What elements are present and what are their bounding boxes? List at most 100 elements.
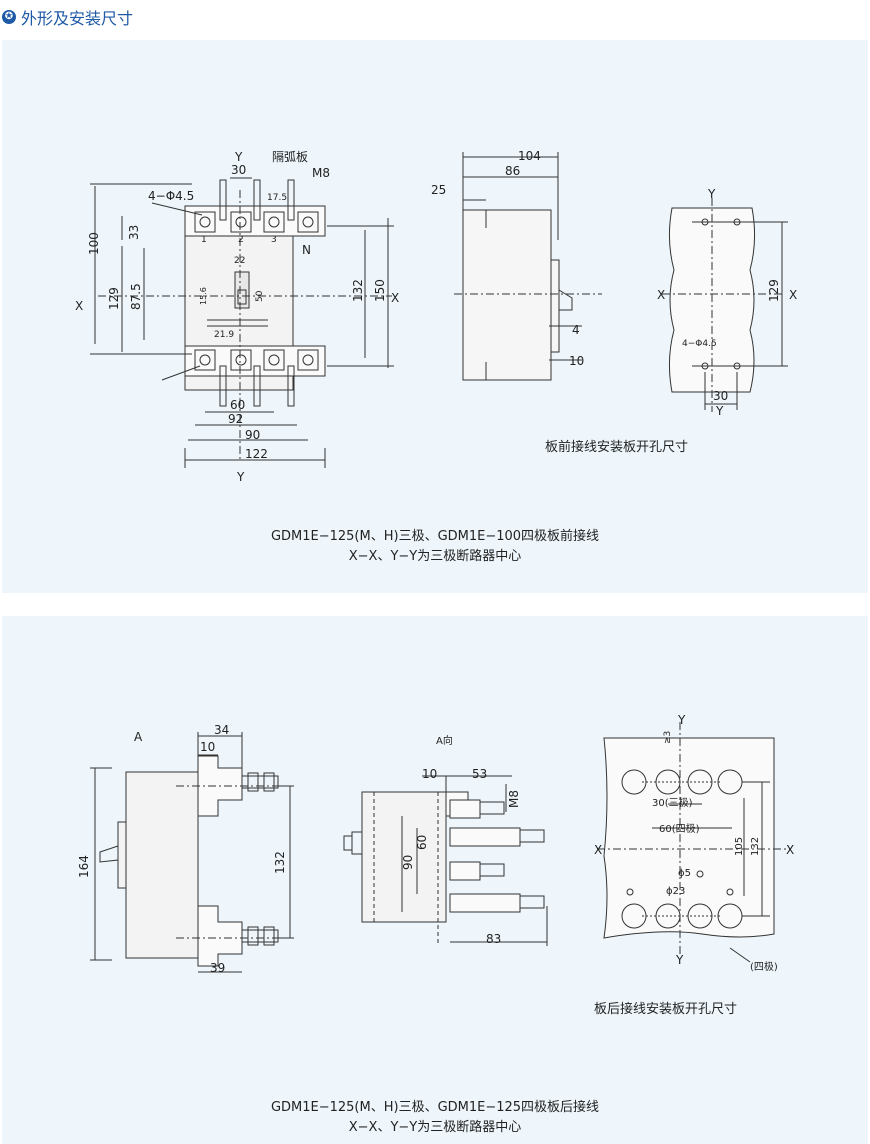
rear-dim-132: 132	[273, 851, 287, 874]
terminal-bottom-1	[194, 349, 216, 371]
pole-1: 1	[201, 235, 207, 245]
cutout-x-right: X	[789, 288, 797, 302]
front-caption-line1: GDM1E−125(M、H)三极、GDM1E−100四极板前接线	[270, 529, 600, 544]
cutout-y-top: Y	[707, 187, 716, 201]
aview-title: A向	[436, 734, 453, 747]
drawing-circle	[199, 354, 211, 366]
m8-label: M8	[312, 166, 330, 180]
front-wiring-panel: Y 30 隔弧板 M8 4−Φ4.5 100 33 X 129 87.5 17.…	[2, 40, 868, 593]
top-terminal-strip	[184, 205, 326, 237]
dim-33: 33	[127, 225, 141, 240]
cutout-dim-30: 30	[713, 389, 728, 403]
drawing-circle	[696, 870, 704, 878]
aview-bar-4	[449, 893, 521, 913]
drawing-circle	[726, 888, 734, 896]
aview-dim-90: 90	[401, 855, 415, 870]
drawing-circle	[626, 888, 634, 896]
pole-2: 2	[238, 235, 244, 245]
aview-dim-83: 83	[486, 932, 501, 946]
dim-122: 122	[245, 447, 268, 461]
side-dim-86: 86	[505, 164, 520, 178]
front-x-left: X	[75, 299, 83, 313]
drawing-rect	[519, 895, 545, 909]
drawing-rect	[479, 863, 505, 877]
aview-body	[361, 791, 447, 923]
cutout-holes-label: 4−Φ4.5	[682, 339, 717, 349]
rear-caption-line1: GDM1E−125(M、H)三极、GDM1E−125四极板后接线	[270, 1100, 600, 1115]
aview-dim-10: 10	[422, 767, 437, 781]
aview-bar-2	[449, 827, 521, 847]
dim-150: 150	[373, 279, 387, 302]
dim-21-9: 21.9	[214, 330, 234, 340]
rear-cutout-dim-3: ≥3	[663, 731, 673, 744]
drawing-rect	[241, 775, 279, 789]
drawing-circle	[268, 354, 280, 366]
aview-dim-60: 60	[415, 835, 429, 850]
rear-cutout-y-top: Y	[677, 713, 686, 727]
rear-wiring-panel: A 34 10 164 132 39 A向 10 53 M8 60 90 83 …	[2, 616, 868, 1144]
drawing-path	[558, 289, 573, 311]
rear-side-body	[125, 771, 199, 959]
rear-dim-164: 164	[77, 855, 91, 878]
drawing-circle	[268, 216, 280, 228]
drawing-rect	[237, 289, 247, 305]
front-y-top: Y	[234, 150, 243, 164]
dim-90: 90	[245, 428, 260, 442]
aview-bar-1	[449, 799, 481, 819]
side-dim-4: 4	[572, 323, 580, 337]
side-body	[462, 209, 552, 381]
drawing-rect	[247, 772, 259, 792]
side-dim-25: 25	[431, 183, 446, 197]
terminal-top-1	[194, 211, 216, 233]
drawing-rect	[351, 831, 363, 855]
holes-label: 4−Φ4.5	[148, 189, 194, 203]
drawing-rect	[519, 829, 545, 843]
rear-cutout-dim-60: 60(四极)	[659, 822, 700, 835]
terminal-bottom-2	[230, 349, 252, 371]
terminal-top-2	[230, 211, 252, 233]
arc-plate-top-3	[287, 179, 295, 221]
drawing-path	[99, 845, 119, 863]
dim-22: 22	[234, 256, 245, 266]
drawing-rect	[263, 772, 275, 792]
front-x-right: X	[391, 291, 399, 305]
rear-cutout-phi5: ϕ5	[678, 868, 691, 879]
drawing-rect	[550, 259, 560, 353]
rear-wiring-drawing: A 34 10 164 132 39 A向 10 53 M8 60 90 83 …	[77, 713, 794, 975]
rear-caption-line2: X−X、Y−Y为三极断路器中心	[348, 1120, 522, 1135]
rear-cutout-phi23: ϕ23	[666, 886, 685, 897]
front-wiring-drawing: Y 30 隔弧板 M8 4−Φ4.5 100 33 X 129 87.5 17.…	[75, 149, 797, 484]
dim-50: 50	[255, 290, 265, 302]
arc-plate-bottom-1	[219, 365, 227, 407]
front-y-bottom: Y	[236, 470, 245, 484]
bottom-terminal-strip	[184, 345, 326, 377]
drawing-rect	[247, 926, 259, 946]
drawing-circle	[235, 216, 247, 228]
rear-cutout-x-left: X	[594, 843, 602, 857]
front-dim-30: 30	[231, 163, 246, 177]
dim-92: 92	[228, 412, 243, 426]
terminal-top-n	[297, 211, 319, 233]
dim-15-6: 15.6	[199, 287, 208, 305]
drawing-rect	[343, 835, 353, 851]
terminal-top-3	[263, 211, 285, 233]
terminal-bottom-n	[297, 349, 319, 371]
star-circle-icon: ✪	[2, 10, 16, 24]
dim-132: 132	[351, 279, 365, 302]
dim-87-5: 87.5	[129, 283, 143, 310]
rear-cutout-dim-105: 105	[734, 837, 745, 856]
arc-plate-bottom-2	[253, 365, 261, 407]
drawing-line	[729, 947, 751, 963]
dim-100: 100	[87, 232, 101, 255]
a-arrow-label: A	[134, 730, 143, 744]
arc-plate-bottom-3	[287, 365, 295, 407]
drawing-circle	[199, 216, 211, 228]
drawing-line	[161, 365, 201, 381]
pole-3: 3	[271, 235, 277, 245]
arc-plate-top-1	[219, 179, 227, 221]
cutout-x-left: X	[657, 288, 665, 302]
side-dim-10: 10	[569, 354, 584, 368]
arc-plate-label: 隔弧板	[272, 150, 308, 164]
drawing-line	[151, 202, 203, 216]
pole-n: N	[302, 243, 311, 257]
